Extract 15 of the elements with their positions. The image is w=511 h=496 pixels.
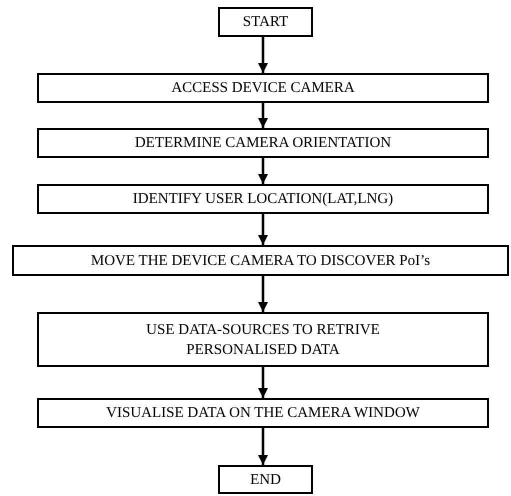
process-box: ACCESS DEVICE CAMERA	[37, 73, 489, 103]
arrow	[258, 158, 268, 184]
arrow	[258, 428, 268, 465]
arrow	[258, 214, 268, 245]
process-box: MOVE THE DEVICE CAMERA TO DISCOVER PoI’s	[12, 245, 509, 276]
arrow	[258, 37, 268, 73]
process-box: DETERMINE CAMERA ORIENTATION	[37, 128, 489, 158]
arrow	[258, 276, 268, 312]
process-box: IDENTIFY USER LOCATION(LAT,LNG)	[37, 184, 489, 214]
arrow	[258, 367, 268, 398]
terminal-box: END	[218, 465, 313, 494]
process-box: USE DATA-SOURCES TO RETRIVE PERSONALISED DATA	[37, 312, 489, 367]
process-box: VISUALISE DATA ON THE CAMERA WINDOW	[37, 398, 489, 428]
terminal-box: START	[218, 7, 313, 37]
arrow	[258, 103, 268, 128]
